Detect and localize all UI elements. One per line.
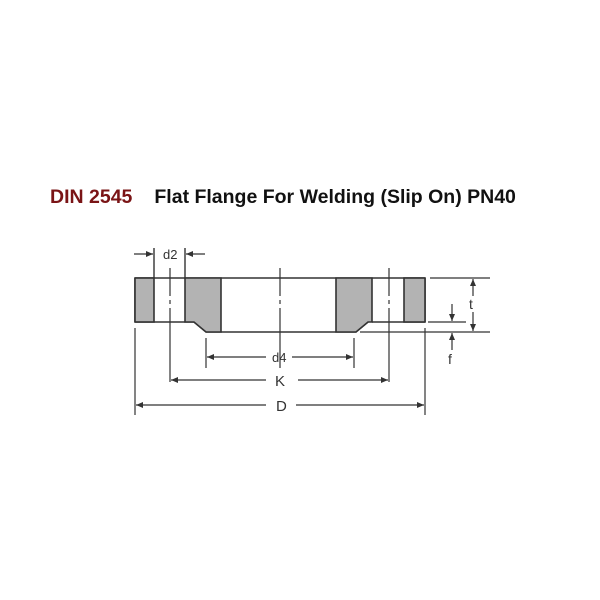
- standard-code: DIN 2545: [50, 186, 133, 208]
- k-label: K: [275, 373, 285, 390]
- flange-description: Flat Flange For Welding (Slip On) PN40: [154, 186, 516, 208]
- d4-label: d4: [272, 350, 286, 365]
- f-label: f: [448, 351, 452, 367]
- centerlines: [169, 268, 390, 382]
- d2-label: d2: [163, 247, 177, 262]
- bolt-hole-edges: [153, 248, 186, 278]
- diagram-title: DIN 2545 Flat Flange For Welding (Slip On…: [50, 186, 516, 209]
- t-label: t: [469, 296, 473, 312]
- extension-lines: [134, 277, 490, 415]
- flange-sections: [134, 277, 426, 333]
- d-label: D: [276, 398, 287, 415]
